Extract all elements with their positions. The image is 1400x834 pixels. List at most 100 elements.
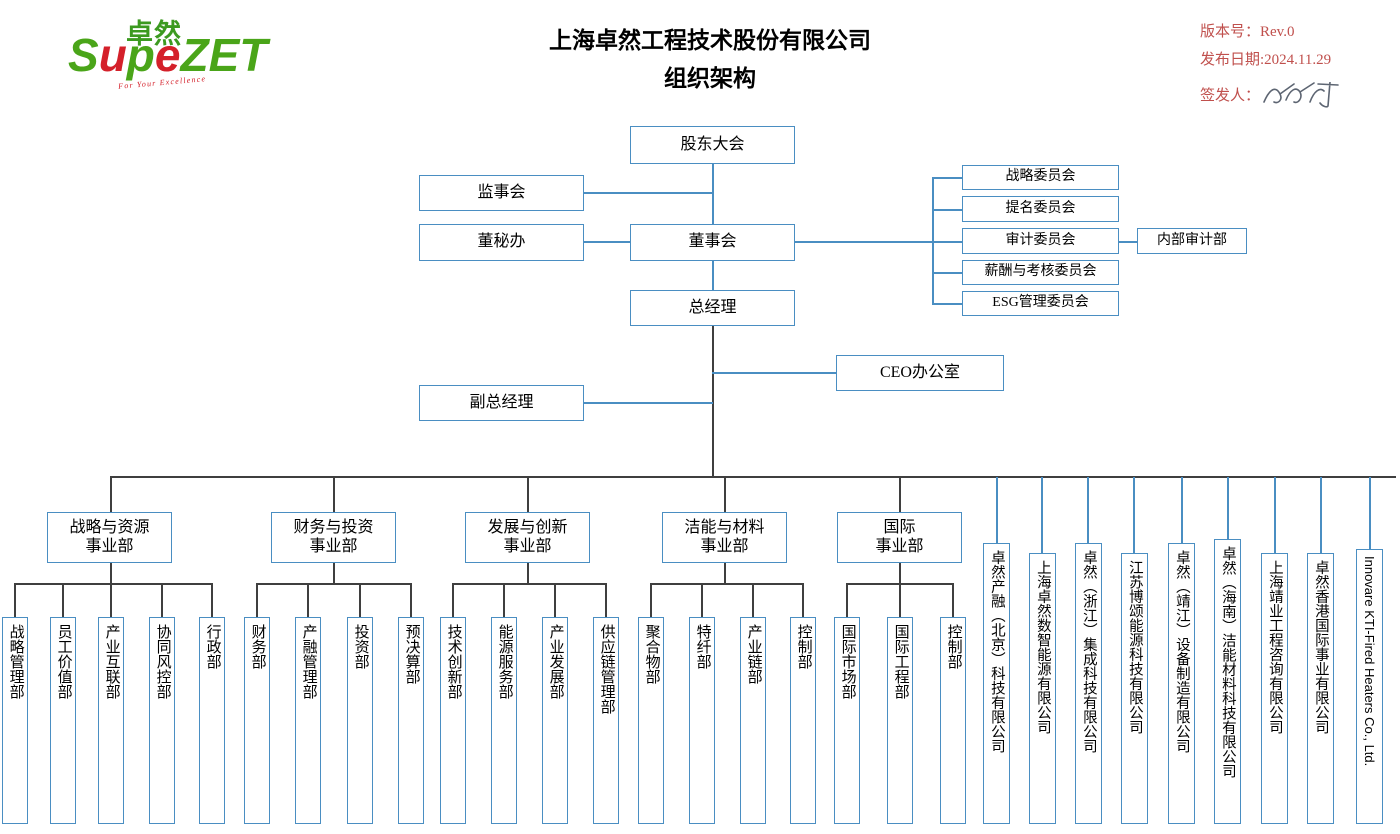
connector-shareholders-board [712, 163, 714, 225]
connector-dept-drop-2-0 [452, 583, 454, 617]
connector-deputy-gm [584, 402, 713, 404]
node-ceo-office[interactable]: CEO办公室 [836, 355, 1004, 391]
node-dept-industry-finance-management[interactable]: 产融管理部 [295, 617, 321, 824]
node-dept-control-international[interactable]: 控制部 [940, 617, 966, 824]
connector-division-stem-0 [110, 563, 112, 584]
node-dept-polymer[interactable]: 聚合物部 [638, 617, 664, 824]
node-dept-strategy-management[interactable]: 战略管理部 [2, 617, 28, 824]
connector-subsidiary-drop-2 [1087, 477, 1089, 543]
connector-dept-drop-2-2 [554, 583, 556, 617]
node-shareholders-meeting[interactable]: 股东大会 [630, 126, 795, 164]
node-subsidiary-zhuoran-hainan-clean-materials[interactable]: 卓然（海南）洁能材料科技有限公司 [1214, 539, 1241, 824]
signature-svg [1263, 81, 1339, 108]
connector-dept-drop-1-2 [359, 583, 361, 617]
connector-dept-drop-3-1 [701, 583, 703, 617]
company-logo: 卓然 SupeZET For Your Excellence [68, 12, 268, 94]
node-committee-strategy[interactable]: 战略委员会 [962, 165, 1119, 190]
connector-division-drop-3 [724, 476, 726, 512]
connector-dept-drop-3-0 [650, 583, 652, 617]
node-dept-energy-services[interactable]: 能源服务部 [491, 617, 517, 824]
page-title: 上海卓然工程技术股份有限公司 组织架构 [430, 22, 990, 98]
node-division-international[interactable]: 国际 事业部 [837, 512, 962, 563]
division-label-line2: 事业部 [503, 537, 552, 555]
node-subsidiary-jiangsu-bosong-energy[interactable]: 江苏博颂能源科技有限公司 [1121, 553, 1148, 824]
node-dept-international-market[interactable]: 国际市场部 [834, 617, 860, 824]
node-dept-finance[interactable]: 财务部 [244, 617, 270, 824]
node-internal-audit-department[interactable]: 内部审计部 [1137, 228, 1247, 254]
node-subsidiary-shanghai-zhuoran-shuzhi-energy[interactable]: 上海卓然数智能源有限公司 [1029, 553, 1056, 824]
connector-dept-bus-0 [14, 583, 211, 585]
connector-subsidiary-drop-5 [1227, 477, 1229, 539]
logo-word-supe: Supe [68, 29, 181, 81]
connector-subsidiary-drop-0 [996, 477, 998, 543]
connector-division-drop-2 [527, 476, 529, 512]
node-subsidiary-zhuoran-chanrong-beijing[interactable]: 卓然产融（北京）科技有限公司 [983, 543, 1010, 824]
connector-division-drop-1 [333, 476, 335, 512]
connector-audit-internal [1119, 241, 1137, 243]
connector-gm-trunk [712, 325, 714, 477]
division-label-line1: 发展与创新 [487, 519, 568, 537]
node-dept-control-clean-energy[interactable]: 控制部 [790, 617, 816, 824]
node-dept-investment[interactable]: 投资部 [347, 617, 373, 824]
division-label-line2: 事业部 [875, 537, 924, 555]
issuer-label: 签发人： [1200, 88, 1261, 104]
connector-supervisory [584, 192, 713, 194]
node-subsidiary-zhuoran-zhejiang-integration[interactable]: 卓然（浙江）集成科技有限公司 [1075, 543, 1102, 824]
connector-dept-bus-2 [452, 583, 606, 585]
node-committee-audit[interactable]: 审计委员会 [962, 228, 1119, 254]
node-committee-esg[interactable]: ESG管理委员会 [962, 291, 1119, 316]
connector-dept-drop-4-0 [846, 583, 848, 617]
connector-dept-drop-2-3 [605, 583, 607, 617]
node-dept-supply-chain-management[interactable]: 供应链管理部 [593, 617, 619, 824]
connector-division-stem-2 [527, 563, 529, 584]
node-division-strategy-resources[interactable]: 战略与资源 事业部 [47, 512, 172, 563]
division-label-line1: 战略与资源 [69, 519, 150, 537]
connector-committee-4 [932, 303, 962, 305]
connector-dept-bus-3 [650, 583, 803, 585]
node-dept-administration[interactable]: 行政部 [199, 617, 225, 824]
connector-dept-drop-2-1 [503, 583, 505, 617]
node-dept-industry-internet[interactable]: 产业互联部 [98, 617, 124, 824]
issuer-row: 签发人： [1200, 74, 1346, 110]
connector-dept-drop-4-1 [899, 583, 901, 617]
node-supervisory-board[interactable]: 监事会 [419, 175, 584, 211]
node-board-secretary-office[interactable]: 董秘办 [419, 224, 584, 261]
node-deputy-general-manager[interactable]: 副总经理 [419, 385, 584, 421]
signature-mark [1260, 81, 1346, 108]
connector-committee-bus [932, 177, 934, 303]
node-subsidiary-shanghai-jingye-consulting[interactable]: 上海靖业工程咨询有限公司 [1261, 553, 1288, 824]
revision-number: 版本号：Rev.0 [1200, 24, 1295, 40]
node-subsidiary-innovare-kti[interactable]: Innovare KTI-Fired Heaters Co., Ltd. [1356, 549, 1383, 824]
logo-chinese-mark: 卓然 [126, 19, 182, 50]
connector-board-gm [712, 260, 714, 290]
node-dept-employee-value[interactable]: 员工价值部 [50, 617, 76, 824]
connector-board-committees [793, 241, 933, 243]
connector-dept-drop-3-3 [802, 583, 804, 617]
node-subsidiary-zhuoran-hongkong-international[interactable]: 卓然香港国际事业有限公司 [1307, 553, 1334, 824]
node-committee-remuneration[interactable]: 薪酬与考核委员会 [962, 260, 1119, 285]
node-dept-specialty-fiber[interactable]: 特纤部 [689, 617, 715, 824]
node-division-development-innovation[interactable]: 发展与创新 事业部 [465, 512, 590, 563]
connector-dept-drop-0-1 [62, 583, 64, 617]
connector-subsidiary-drop-6 [1274, 477, 1276, 553]
connector-dept-drop-0-2 [110, 583, 112, 617]
connector-dept-bus-1 [256, 583, 411, 585]
node-division-clean-energy-materials[interactable]: 洁能与材料 事业部 [662, 512, 787, 563]
node-dept-collaborative-risk-control[interactable]: 协同风控部 [149, 617, 175, 824]
connector-committee-2 [932, 241, 962, 243]
node-dept-international-engineering[interactable]: 国际工程部 [887, 617, 913, 824]
node-dept-technology-innovation[interactable]: 技术创新部 [440, 617, 466, 824]
node-dept-industry-chain[interactable]: 产业链部 [740, 617, 766, 824]
node-dept-budget-settlement[interactable]: 预决算部 [398, 617, 424, 824]
node-subsidiary-zhuoran-jingjiang-equipment[interactable]: 卓然（靖江）设备制造有限公司 [1168, 543, 1195, 824]
node-general-manager[interactable]: 总经理 [630, 290, 795, 326]
node-division-finance-investment[interactable]: 财务与投资 事业部 [271, 512, 396, 563]
node-committee-nomination[interactable]: 提名委员会 [962, 196, 1119, 222]
division-label-line2: 事业部 [85, 537, 134, 555]
logo-wordmark: SupeZET [68, 32, 267, 78]
node-dept-industry-development[interactable]: 产业发展部 [542, 617, 568, 824]
connector-dept-drop-4-2 [952, 583, 954, 617]
node-board-of-directors[interactable]: 董事会 [630, 224, 795, 261]
connector-division-stem-1 [333, 563, 335, 584]
